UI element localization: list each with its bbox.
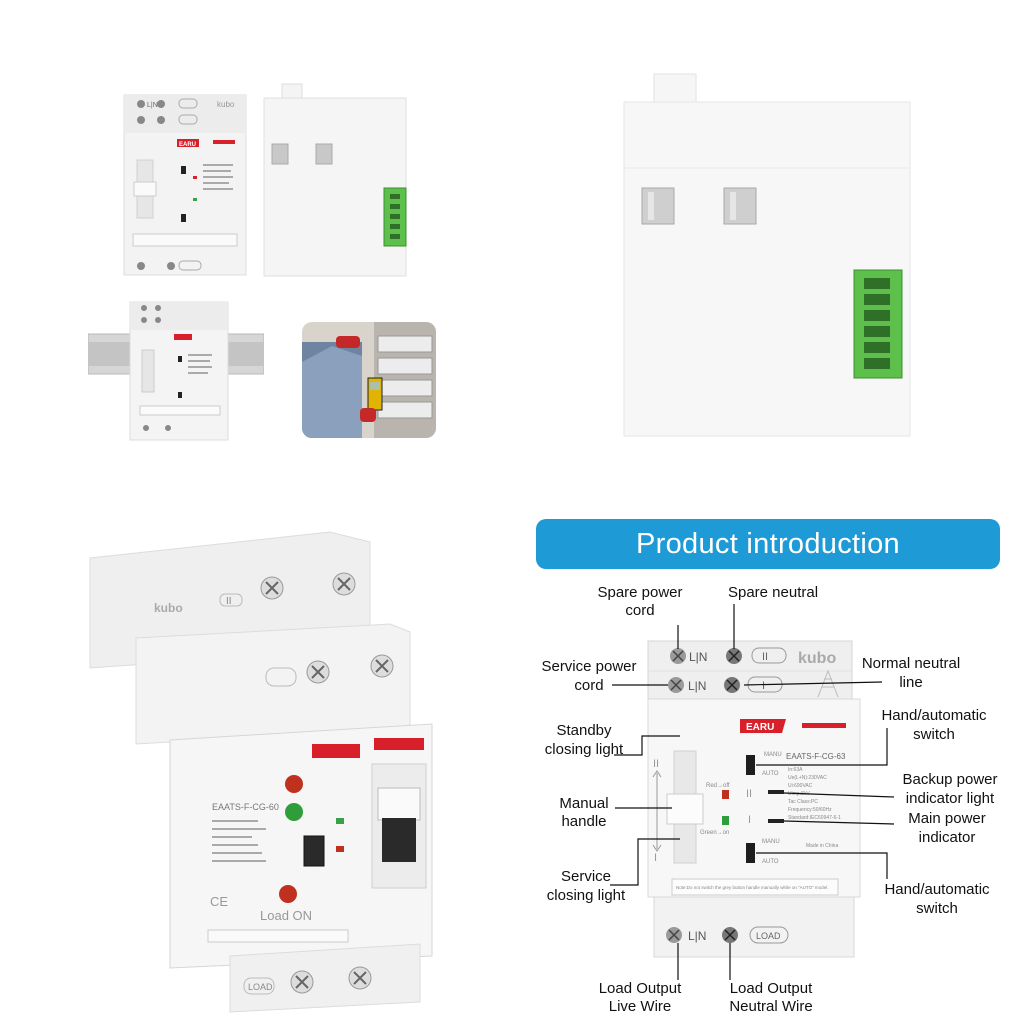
angled-model: EAATS-F-CG-60 bbox=[212, 802, 279, 812]
main-roman: I bbox=[748, 814, 751, 826]
thumb-din-rail bbox=[88, 301, 264, 441]
label-hand-auto-top-2: switch bbox=[913, 726, 955, 743]
label-service-power-cord-2: cord bbox=[574, 677, 603, 694]
top-lin: L|N bbox=[689, 650, 707, 664]
angled-load-on: Load ON bbox=[260, 908, 312, 923]
intro-diagram: L|N II kubo L|N I EARU II I Red→off Gree… bbox=[541, 584, 997, 1015]
angled-ce: CE bbox=[210, 894, 228, 909]
green-on-text: Green→on bbox=[700, 830, 729, 836]
label-hand-auto-bottom-1: Hand/automatic bbox=[884, 881, 990, 898]
manu-text-top: MANU bbox=[764, 752, 782, 758]
spec-line-5: Frequency:50/60Hz bbox=[788, 807, 832, 813]
thumb-front-view: L|N kubo EARU bbox=[123, 94, 247, 276]
label-service-light-2: closing light bbox=[547, 887, 626, 904]
bottom-lin: L|N bbox=[688, 929, 706, 943]
handle-roman-one: I bbox=[654, 852, 657, 864]
spec-line-1: Ue(L+N):230VAC bbox=[788, 775, 827, 781]
bottom-load: LOAD bbox=[756, 931, 781, 941]
label-main-power-2: indicator bbox=[919, 829, 976, 846]
label-spare-neutral: Spare neutral bbox=[728, 584, 818, 601]
diagram-logo: kubo bbox=[798, 650, 836, 667]
label-hand-auto-top-1: Hand/automatic bbox=[881, 707, 987, 724]
label-manual-handle-2: handle bbox=[561, 813, 606, 830]
red-off-text: Red→off bbox=[706, 783, 730, 789]
auto-text-bottom: AUTO bbox=[762, 859, 779, 865]
label-spare-power-cord-1: Spare power bbox=[597, 584, 682, 601]
thumb-side-view bbox=[263, 83, 407, 277]
label-service-power-cord-1: Service power bbox=[541, 658, 636, 675]
thumb-electrician-photo bbox=[302, 322, 436, 438]
label-hand-auto-bottom-2: switch bbox=[916, 900, 958, 917]
spec-line-0: In:63A bbox=[788, 767, 803, 773]
label-load-live-1: Load Output bbox=[599, 980, 682, 997]
label-backup-power-1: Backup power bbox=[902, 771, 997, 788]
label-load-neutral-1: Load Output bbox=[730, 980, 813, 997]
thumb-brand: EARU bbox=[179, 142, 196, 148]
manu-text-bottom: MANU bbox=[762, 839, 780, 845]
label-normal-neutral-1: Normal neutral bbox=[862, 655, 960, 672]
top-roman: II bbox=[762, 651, 768, 663]
angled-product-view: II kubo EAATS-F-CG-60 CE Load ON LOAD bbox=[89, 531, 433, 1013]
back-roman: II bbox=[226, 596, 232, 607]
label-load-neutral-2: Neutral Wire bbox=[729, 998, 812, 1015]
spec-line-4: Tac Class:PC bbox=[788, 799, 818, 805]
angled-logo: kubo bbox=[154, 601, 183, 615]
product-intro-banner: Product introduction bbox=[536, 519, 1000, 569]
spec-line-6: Standard:IEC60947-6-1 bbox=[788, 815, 841, 821]
label-standby-light-2: closing light bbox=[545, 741, 624, 758]
label-service-light-1: Service bbox=[561, 868, 611, 885]
label-main-power-1: Main power bbox=[908, 810, 986, 827]
angled-load: LOAD bbox=[248, 982, 273, 992]
diagram-model: EAATS-F-CG-63 bbox=[786, 752, 846, 761]
thumb-lin: L|N bbox=[147, 102, 158, 109]
mid-lin: L|N bbox=[688, 679, 706, 693]
label-normal-neutral-2: line bbox=[899, 674, 922, 691]
diagram-brand: EARU bbox=[746, 722, 774, 733]
label-spare-power-cord-2: cord bbox=[625, 602, 654, 619]
made-in-text: Made in China bbox=[806, 843, 838, 849]
thumb-logo: kubo bbox=[217, 100, 235, 109]
spec-line-2: Ui:690VAC bbox=[788, 783, 813, 789]
large-side-view bbox=[623, 73, 911, 437]
note-text: Note:Do not switch the grey button handl… bbox=[676, 885, 828, 890]
label-backup-power-2: indicator light bbox=[906, 790, 995, 807]
label-manual-handle-1: Manual bbox=[559, 795, 608, 812]
label-standby-light-1: Standby bbox=[556, 722, 612, 739]
handle-roman-two: II bbox=[653, 758, 659, 770]
mid-roman: I bbox=[762, 680, 765, 692]
banner-title: Product introduction bbox=[636, 527, 900, 560]
label-load-live-2: Live Wire bbox=[609, 998, 672, 1015]
auto-text-top: AUTO bbox=[762, 771, 779, 777]
backup-roman: II bbox=[746, 788, 752, 800]
